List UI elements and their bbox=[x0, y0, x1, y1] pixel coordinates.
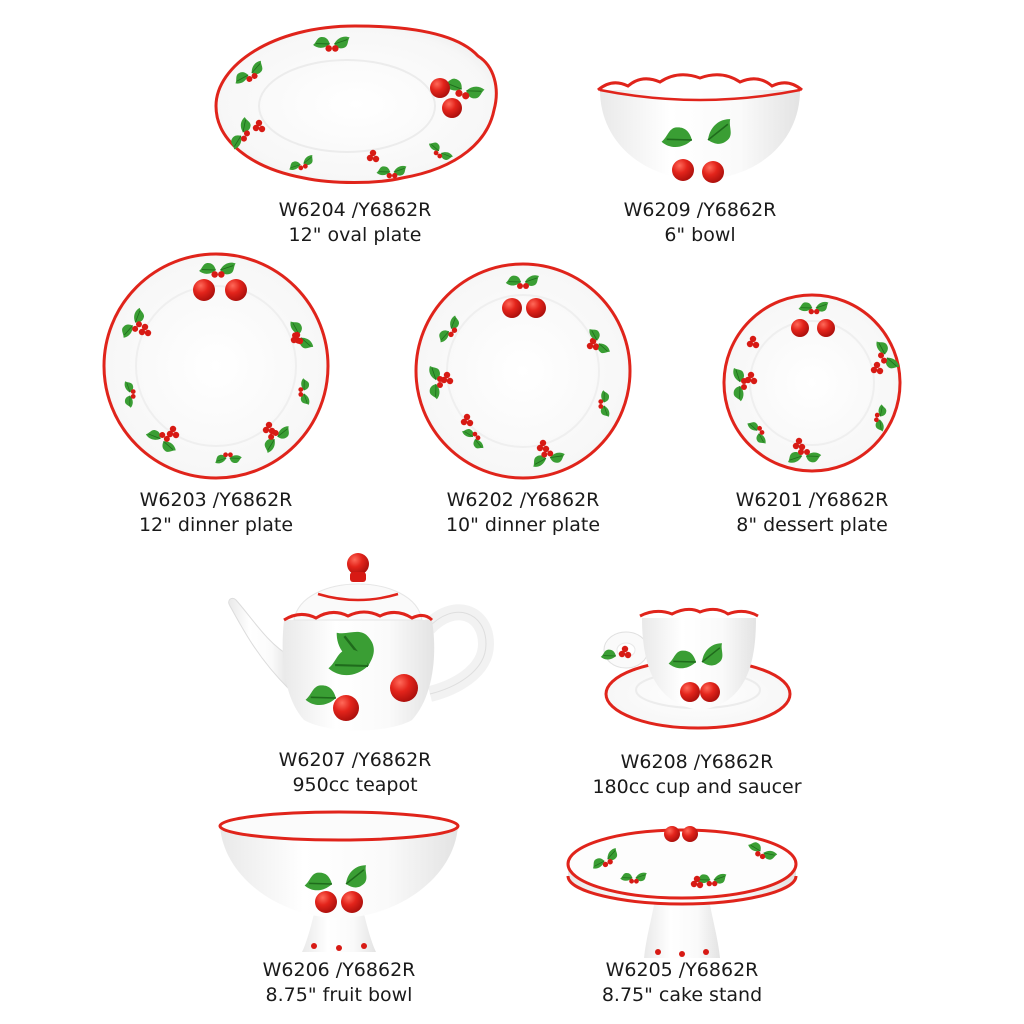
product-caption: W6208 /Y6862R 180cc cup and saucer bbox=[580, 750, 814, 800]
product-caption: W6206 /Y6862R 8.75" fruit bowl bbox=[214, 958, 464, 1008]
bowl-item[interactable]: W6209 /Y6862R 6" bowl bbox=[590, 60, 810, 246]
product-code: W6201 /Y6862R bbox=[735, 489, 889, 511]
product-code: W6209 /Y6862R bbox=[623, 199, 777, 221]
cake-stand-image bbox=[566, 826, 798, 958]
product-description: 8" dessert plate bbox=[736, 514, 888, 536]
product-description: 8.75" cake stand bbox=[601, 984, 763, 1006]
oval-plate-item[interactable]: W6204 /Y6862R 12" oval plate bbox=[212, 22, 498, 246]
fruit-bowl-item[interactable]: W6206 /Y6862R 8.75" fruit bowl bbox=[214, 810, 464, 1006]
product-description: 12" dinner plate bbox=[138, 514, 294, 536]
dessert-plate-item[interactable]: W6201 /Y6862R 8" dessert plate bbox=[722, 292, 902, 536]
product-code: W6203 /Y6862R bbox=[139, 489, 293, 511]
dinner-plate-10-item[interactable]: W6202 /Y6862R 10" dinner plate bbox=[412, 262, 634, 536]
product-description: 8.75" fruit bowl bbox=[265, 984, 413, 1006]
product-code: W6204 /Y6862R bbox=[278, 199, 432, 221]
product-description: 950cc teapot bbox=[292, 774, 418, 796]
product-caption: W6203 /Y6862R 12" dinner plate bbox=[100, 488, 332, 538]
cake-stand-item[interactable]: W6205 /Y6862R 8.75" cake stand bbox=[564, 822, 800, 1006]
product-description: 6" bowl bbox=[664, 224, 736, 246]
product-description: 12" oval plate bbox=[288, 224, 422, 246]
cup-saucer-item[interactable]: W6208 /Y6862R 180cc cup and saucer bbox=[592, 600, 802, 798]
oval-plate-image bbox=[214, 24, 498, 184]
product-description: 10" dinner plate bbox=[445, 514, 601, 536]
fruit-bowl-image bbox=[218, 810, 460, 952]
product-caption: W6205 /Y6862R 8.75" cake stand bbox=[564, 958, 800, 1008]
product-caption: W6209 /Y6862R 6" bowl bbox=[590, 198, 810, 248]
product-caption: W6204 /Y6862R 12" oval plate bbox=[212, 198, 498, 248]
product-code: W6202 /Y6862R bbox=[446, 489, 600, 511]
product-code: W6205 /Y6862R bbox=[605, 959, 759, 981]
dinner-plate-10-image bbox=[414, 262, 632, 480]
bowl-image bbox=[597, 73, 803, 183]
product-caption: W6207 /Y6862R 950cc teapot bbox=[218, 748, 492, 798]
product-caption: W6201 /Y6862R 8" dessert plate bbox=[712, 488, 912, 538]
dessert-plate-image bbox=[722, 293, 902, 473]
product-code: W6208 /Y6862R bbox=[620, 751, 774, 773]
product-code: W6206 /Y6862R bbox=[262, 959, 416, 981]
cup-saucer-image bbox=[600, 607, 792, 730]
teapot-image bbox=[228, 553, 495, 731]
product-caption: W6202 /Y6862R 10" dinner plate bbox=[412, 488, 634, 538]
teapot-item[interactable]: W6207 /Y6862R 950cc teapot bbox=[218, 548, 495, 796]
dinner-plate-12-image bbox=[102, 252, 330, 480]
product-description: 180cc cup and saucer bbox=[592, 776, 802, 798]
product-code: W6207 /Y6862R bbox=[278, 749, 432, 771]
dinner-plate-12-item[interactable]: W6203 /Y6862R 12" dinner plate bbox=[100, 252, 332, 536]
